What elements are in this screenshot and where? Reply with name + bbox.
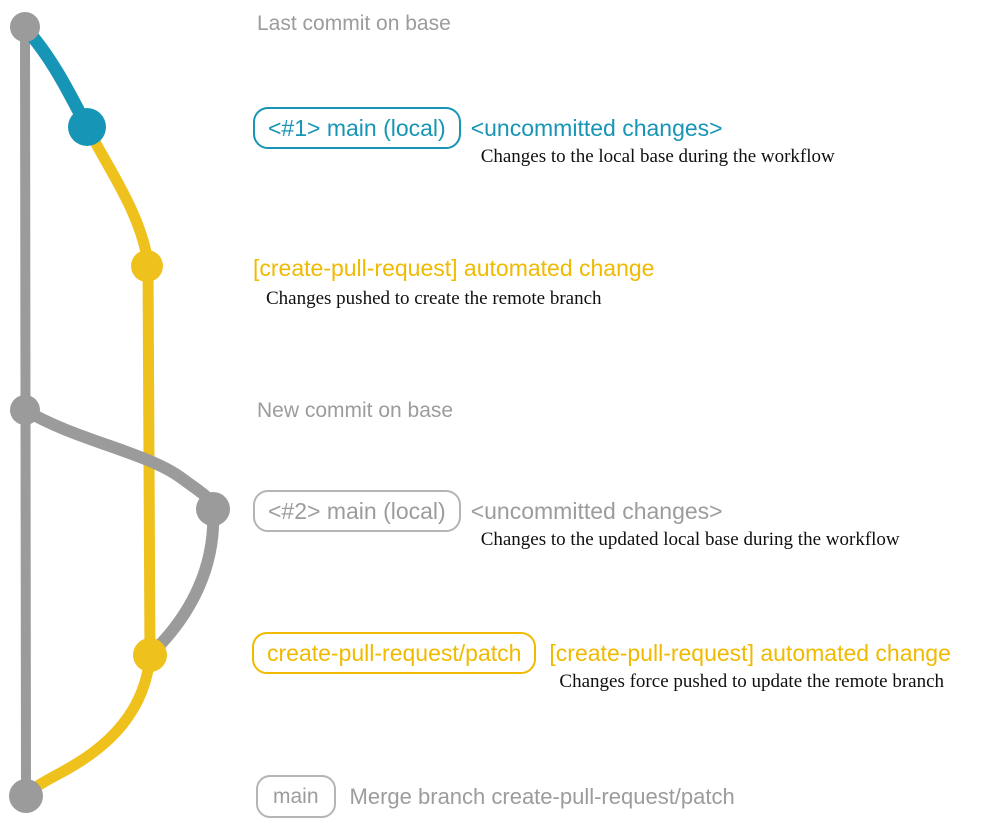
commit-node-base-tip (10, 12, 40, 42)
local-main-edge-2 (19, 404, 219, 515)
section4-text: [create-pull-request] automated change C… (549, 632, 950, 693)
section1-text: <uncommitted changes> Changes to the loc… (471, 107, 835, 168)
section-main-local-1: <#1> main (local) <uncommitted changes> … (253, 107, 835, 168)
section-automated-change-1: [create-pull-request] automated change C… (253, 255, 654, 310)
commit-node-patch-2 (133, 638, 167, 672)
section2-caption: Changes pushed to create the remote bran… (266, 288, 602, 309)
uncommitted-changes-label-1: <uncommitted changes> (470, 115, 723, 141)
merge-edge (21, 649, 156, 801)
uncommitted-changes-label-2: <uncommitted changes> (470, 498, 723, 524)
branch-badge-main-local-2: <#2> main (local) (253, 490, 461, 532)
section-main-local-2: <#2> main (local) <uncommitted changes> … (253, 490, 900, 551)
section4-caption: Changes force pushed to update the remot… (559, 671, 945, 692)
commit-node-main-local-2 (196, 492, 230, 526)
section-patch-branch: create-pull-request/patch [create-pull-r… (252, 632, 951, 693)
last-commit-label: Last commit on base (257, 12, 451, 35)
section-merge: main Merge branch create-pull-request/pa… (256, 775, 735, 818)
automated-change-label-2: [create-pull-request] automated change (549, 640, 951, 666)
automated-change-label-1: [create-pull-request] automated change (253, 255, 655, 281)
patch-branch-edge-1 (81, 121, 154, 268)
branch-badge-main-local-1: <#1> main (local) (253, 107, 461, 149)
section3-text: <uncommitted changes> Changes to the upd… (471, 490, 900, 551)
commit-node-merge (9, 779, 43, 813)
merge-commit-label: Merge branch create-pull-request/patch (349, 783, 735, 809)
force-push-edge (146, 503, 220, 659)
commit-node-main-local-1 (68, 108, 106, 146)
section3-caption: Changes to the updated local base during… (480, 529, 900, 550)
branch-badge-main: main (256, 775, 336, 818)
commit-node-patch-1 (131, 250, 163, 282)
commit-node-new-base (10, 395, 40, 425)
section1-caption: Changes to the local base during the wor… (480, 146, 835, 167)
new-commit-label: New commit on base (257, 399, 454, 422)
branch-badge-patch: create-pull-request/patch (252, 632, 537, 674)
